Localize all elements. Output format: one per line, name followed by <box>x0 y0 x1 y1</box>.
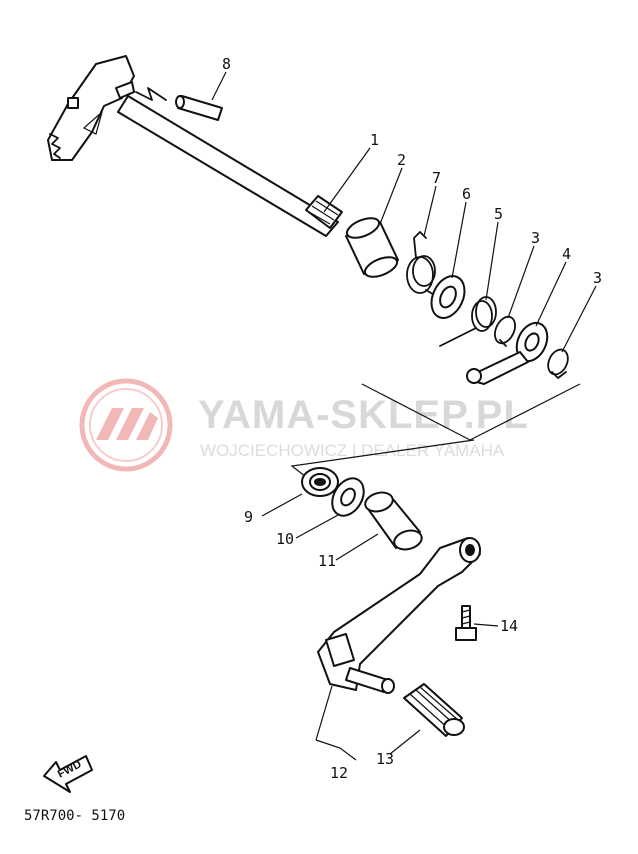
pin <box>135 87 223 121</box>
label-10: 10 <box>276 530 294 548</box>
label-14: 14 <box>500 617 518 635</box>
shift-pedal <box>317 537 481 694</box>
circlip-lower <box>547 348 569 379</box>
watermark: YAMA-SKLEP.PL WOJCIECHOWICZ | DEALER YAM… <box>79 378 529 472</box>
torsion-spring <box>406 231 437 297</box>
catalog-code: 57R700- 5170 <box>24 808 125 824</box>
bolt <box>455 605 477 641</box>
collar <box>345 217 399 278</box>
label-8: 8 <box>222 55 231 73</box>
label-13: 13 <box>376 750 394 768</box>
part-labels: 1 2 3 3 4 5 6 7 8 9 10 11 12 13 14 <box>222 55 602 782</box>
shift-shaft <box>47 55 343 237</box>
leader-lines <box>211 71 597 761</box>
label-4: 4 <box>562 245 571 263</box>
watermark-title: YAMA-SKLEP.PL <box>198 393 529 437</box>
label-5: 5 <box>494 205 503 223</box>
label-3-lower: 3 <box>593 269 602 287</box>
watermark-subtitle: WOJCIECHOWICZ | DEALER YAMAHA <box>200 441 505 460</box>
label-3-upper: 3 <box>531 229 540 247</box>
watermark-logo <box>79 378 173 472</box>
washer-10 <box>331 477 365 517</box>
label-11: 11 <box>318 552 336 570</box>
label-6: 6 <box>462 185 471 203</box>
circlip-upper <box>494 315 516 347</box>
label-2: 2 <box>397 151 406 169</box>
pedal-rubber <box>403 683 465 737</box>
label-12: 12 <box>330 764 348 782</box>
label-7: 7 <box>432 169 441 187</box>
label-1: 1 <box>370 131 379 149</box>
bushing <box>364 491 423 551</box>
oil-seal <box>301 467 339 497</box>
label-9: 9 <box>244 508 253 526</box>
washer <box>430 275 466 319</box>
forward-arrow-icon: FWD <box>43 755 93 793</box>
stopper-lever <box>466 321 549 385</box>
